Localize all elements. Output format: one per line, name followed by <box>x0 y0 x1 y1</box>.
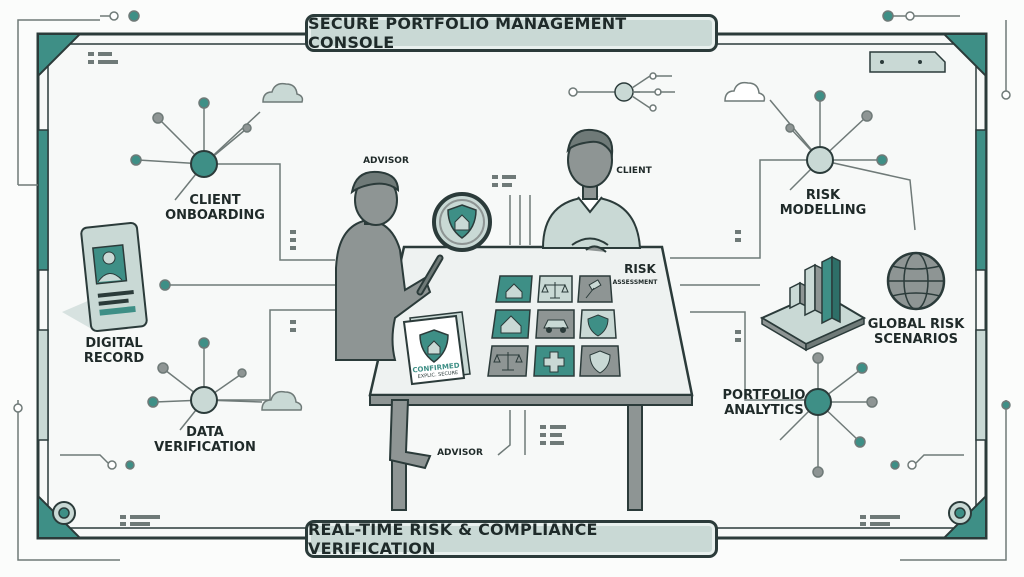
home-icon <box>500 315 522 334</box>
assessment-label: ASSESSMENT <box>612 279 658 286</box>
risk-modelling-hub <box>769 90 916 231</box>
circuit-decor <box>13 10 1011 561</box>
data-verification-label: DATA VERIFICATION <box>154 425 256 455</box>
portfolio-analytics-label: PORTFOLIO ANALYTICS <box>722 388 806 418</box>
page-title: SECURE PORTFOLIO MANAGEMENT CONSOLE <box>305 14 718 52</box>
footer-banner: REAL-TIME RISK & COMPLIANCE VERIFICATION <box>305 520 718 558</box>
client-label: CLIENT <box>616 166 652 176</box>
id-card-icon <box>62 221 171 333</box>
gear-icon <box>52 501 76 525</box>
bar-chart-icon <box>759 255 867 352</box>
client-onboarding-label: CLIENT ONBOARDING <box>165 193 265 223</box>
globe-icon <box>886 251 946 311</box>
advisor-label-bottom: ADVISOR <box>437 448 483 458</box>
shield-icon <box>587 314 609 337</box>
scales-icon <box>493 352 523 371</box>
global-risk-scenarios-label: GLOBAL RISK SCENARIOS <box>867 317 965 347</box>
document-icon <box>402 311 471 386</box>
risk-label: RISK <box>624 262 656 276</box>
client-figure <box>541 128 642 253</box>
data-blocks <box>88 52 900 526</box>
medical-cross-icon <box>543 351 565 373</box>
scales-icon <box>541 282 569 299</box>
cloud-icon <box>724 81 766 102</box>
risk-modelling-label: RISK MODELLING <box>779 188 867 218</box>
client-onboarding-hub <box>130 97 261 201</box>
cloud-icon <box>262 82 304 103</box>
risk-tiles <box>487 275 621 377</box>
magnifier-icon <box>416 192 492 296</box>
portfolio-analytics-hub <box>779 352 878 478</box>
gavel-icon <box>585 279 602 299</box>
cloud-icon <box>261 390 303 411</box>
car-icon <box>543 319 569 333</box>
gear-icon <box>948 501 972 525</box>
network-node <box>568 72 675 112</box>
data-verification-hub <box>147 337 263 431</box>
advisor-label-top: ADVISOR <box>363 156 409 166</box>
shield-icon <box>589 350 611 374</box>
advisor-figure <box>335 170 432 470</box>
home-icon <box>505 283 523 299</box>
chip-icon <box>869 51 946 73</box>
digital-record-label: DIGITAL RECORD <box>83 336 145 366</box>
